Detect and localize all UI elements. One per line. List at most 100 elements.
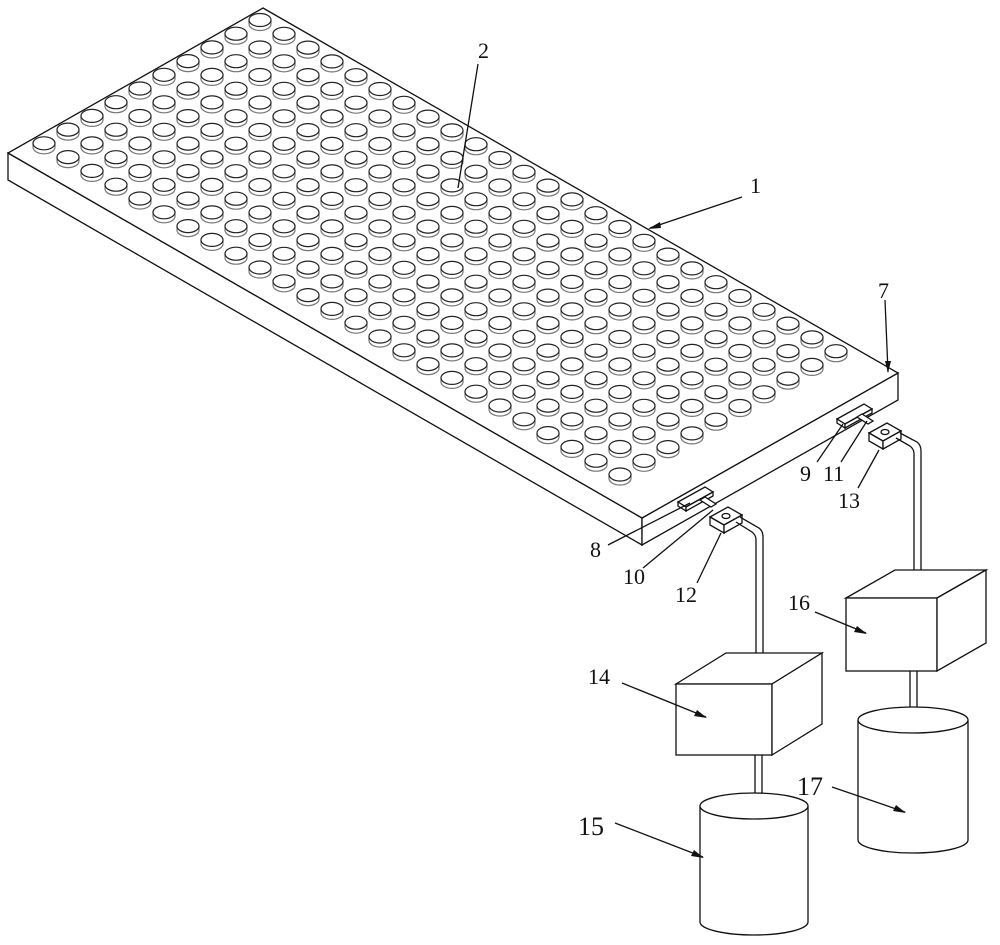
stud <box>464 192 488 211</box>
stud <box>560 384 584 403</box>
stud <box>320 109 344 128</box>
stud <box>512 357 536 376</box>
stud <box>248 12 272 32</box>
stud <box>272 164 296 183</box>
stud <box>632 316 656 335</box>
stud <box>272 136 296 155</box>
label-13: 13 <box>838 488 860 513</box>
stud <box>152 67 176 86</box>
stud <box>56 150 80 169</box>
stud <box>368 219 392 238</box>
stud <box>704 412 728 431</box>
stud <box>728 316 752 335</box>
stud <box>296 205 320 224</box>
stud <box>536 343 560 362</box>
stud <box>752 357 776 376</box>
stud <box>248 67 272 87</box>
stud <box>584 343 608 362</box>
stud <box>512 274 536 293</box>
stud <box>128 108 152 128</box>
stud <box>464 357 488 376</box>
stud <box>104 95 128 114</box>
stud <box>224 219 248 238</box>
stud <box>200 122 224 141</box>
stud <box>248 95 272 114</box>
stud <box>416 192 440 211</box>
stud <box>680 288 704 307</box>
stud <box>272 274 296 293</box>
stud <box>800 357 824 376</box>
stud <box>584 316 608 335</box>
stud <box>128 163 152 183</box>
stud <box>464 164 488 183</box>
stud <box>584 261 608 280</box>
stud <box>560 192 584 211</box>
stud <box>608 329 632 349</box>
stud <box>368 191 392 211</box>
stud <box>488 370 512 390</box>
stud <box>608 439 632 459</box>
leader-lines <box>457 63 906 858</box>
stud <box>152 95 176 114</box>
stud <box>296 288 320 307</box>
stud <box>416 219 440 238</box>
stud <box>320 136 344 155</box>
label-12: 12 <box>675 582 697 607</box>
stud <box>536 233 560 252</box>
stud <box>176 136 200 155</box>
stud <box>488 288 512 307</box>
stud <box>368 329 392 348</box>
stud <box>320 219 344 238</box>
stud <box>176 191 200 210</box>
stud <box>368 274 392 293</box>
stud <box>608 302 632 321</box>
stud <box>416 274 440 293</box>
stud <box>200 177 224 196</box>
stud <box>488 233 512 252</box>
stud <box>248 260 272 279</box>
stud <box>752 302 776 321</box>
stud <box>392 95 416 114</box>
stud <box>560 357 584 376</box>
stud <box>560 274 584 293</box>
stud <box>512 164 536 183</box>
stud <box>320 191 344 210</box>
stud <box>488 178 512 197</box>
stud <box>176 53 200 73</box>
stud <box>536 371 560 390</box>
stud <box>440 370 464 389</box>
stud <box>296 95 320 114</box>
stud <box>224 109 248 128</box>
stud <box>656 302 680 321</box>
stud <box>752 385 776 404</box>
valve-13 <box>867 422 903 451</box>
tank-15 <box>699 792 809 936</box>
stud <box>536 206 560 225</box>
stud <box>680 343 704 362</box>
stud <box>632 371 656 390</box>
stud <box>776 371 800 390</box>
stud <box>632 261 656 280</box>
stud <box>488 343 512 362</box>
stud <box>368 246 392 266</box>
stud <box>440 123 464 142</box>
valve-12 <box>708 506 744 535</box>
stud <box>392 343 416 362</box>
stud <box>728 398 752 418</box>
stud <box>632 233 656 252</box>
stud <box>320 164 344 183</box>
stud <box>344 233 368 252</box>
stud <box>536 288 560 307</box>
stud <box>776 344 800 363</box>
stud <box>824 344 848 363</box>
stud <box>680 371 704 390</box>
stud <box>416 137 440 156</box>
stud <box>464 384 488 403</box>
stud <box>200 40 224 59</box>
stud <box>200 67 224 86</box>
stud <box>608 467 632 486</box>
stud <box>368 136 392 156</box>
stud <box>560 439 584 458</box>
stud <box>752 330 776 349</box>
stud <box>608 274 632 294</box>
